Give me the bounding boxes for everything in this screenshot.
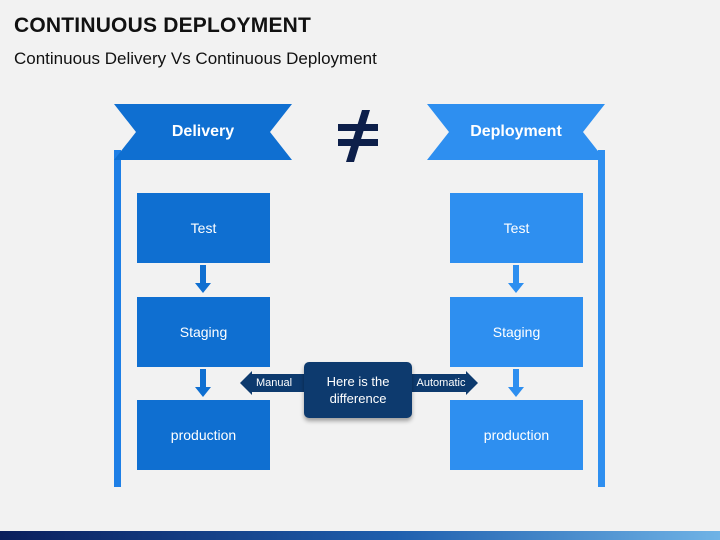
delivery-frame-left-line: [114, 150, 121, 487]
page-subtitle: Continuous Delivery Vs Continuous Deploy…: [14, 49, 377, 68]
delivery-step-test: Test: [137, 193, 270, 263]
manual-arrow: [240, 371, 306, 395]
delivery-step-staging: Staging: [137, 297, 270, 367]
manual-label: Manual: [255, 377, 293, 389]
deployment-step-production: production: [450, 400, 583, 470]
deployment-step-staging: Staging: [450, 297, 583, 367]
deployment-banner-label: Deployment: [470, 123, 562, 140]
page-title: CONTINUOUS DEPLOYMENT: [14, 14, 312, 37]
not-equal-icon: [338, 110, 378, 162]
deployment-down-arrow-icon: [508, 265, 524, 293]
automatic-label: Automatic: [416, 377, 466, 389]
deployment-down-arrow-icon: [508, 369, 524, 397]
footer-bar: [0, 531, 720, 540]
difference-box: Here is the difference: [304, 362, 412, 418]
delivery-step-production: production: [137, 400, 270, 470]
automatic-arrow: [410, 371, 478, 395]
deployment-frame-right-line: [598, 150, 605, 487]
delivery-banner-label: Delivery: [171, 123, 235, 140]
deployment-banner: [427, 104, 605, 160]
delivery-banner: [114, 104, 292, 160]
delivery-down-arrow-icon: [195, 265, 211, 293]
delivery-down-arrow-icon: [195, 369, 211, 397]
deployment-step-test: Test: [450, 193, 583, 263]
